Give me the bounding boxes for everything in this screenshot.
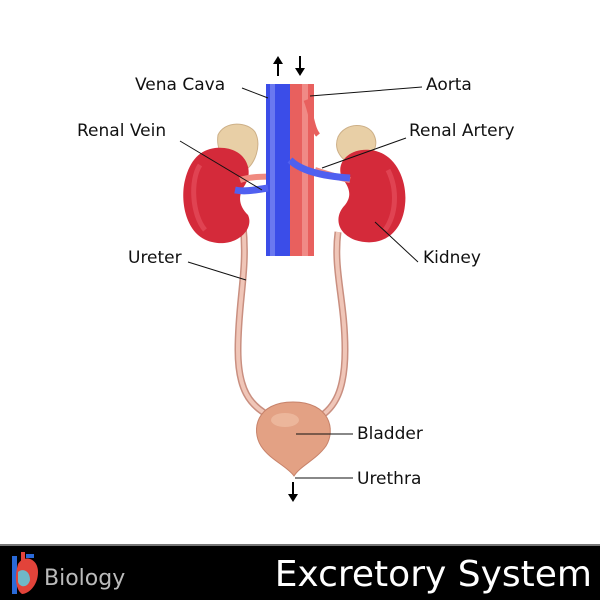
diagram-artwork xyxy=(179,56,423,502)
arrow-up-icon xyxy=(273,56,283,64)
left-ureter-fill xyxy=(235,224,269,417)
label-aorta: Aorta xyxy=(426,75,472,95)
vena-cava xyxy=(266,84,290,256)
heart-logo-icon xyxy=(12,552,38,594)
arrow-down-icon xyxy=(295,68,305,76)
label-renal-artery: Renal Artery xyxy=(409,121,515,141)
leader-lines xyxy=(179,86,423,479)
bladder xyxy=(256,401,331,477)
label-kidney: Kidney xyxy=(423,248,481,268)
urethra-arrow-icon xyxy=(288,494,298,502)
footer-bar: Biology Excretory System xyxy=(0,544,600,600)
label-vena-cava: Vena Cava xyxy=(135,75,226,95)
right-ureter-fill xyxy=(316,231,348,420)
label-ureter: Ureter xyxy=(128,248,182,268)
label-bladder: Bladder xyxy=(357,424,423,444)
left-renal-vein xyxy=(234,184,269,195)
right-renal-vein xyxy=(287,157,351,182)
label-renal-vein: Renal Vein xyxy=(77,121,167,141)
page-title: Excretory System xyxy=(274,554,592,595)
brand-label: Biology xyxy=(44,566,126,591)
label-urethra: Urethra xyxy=(357,469,422,489)
